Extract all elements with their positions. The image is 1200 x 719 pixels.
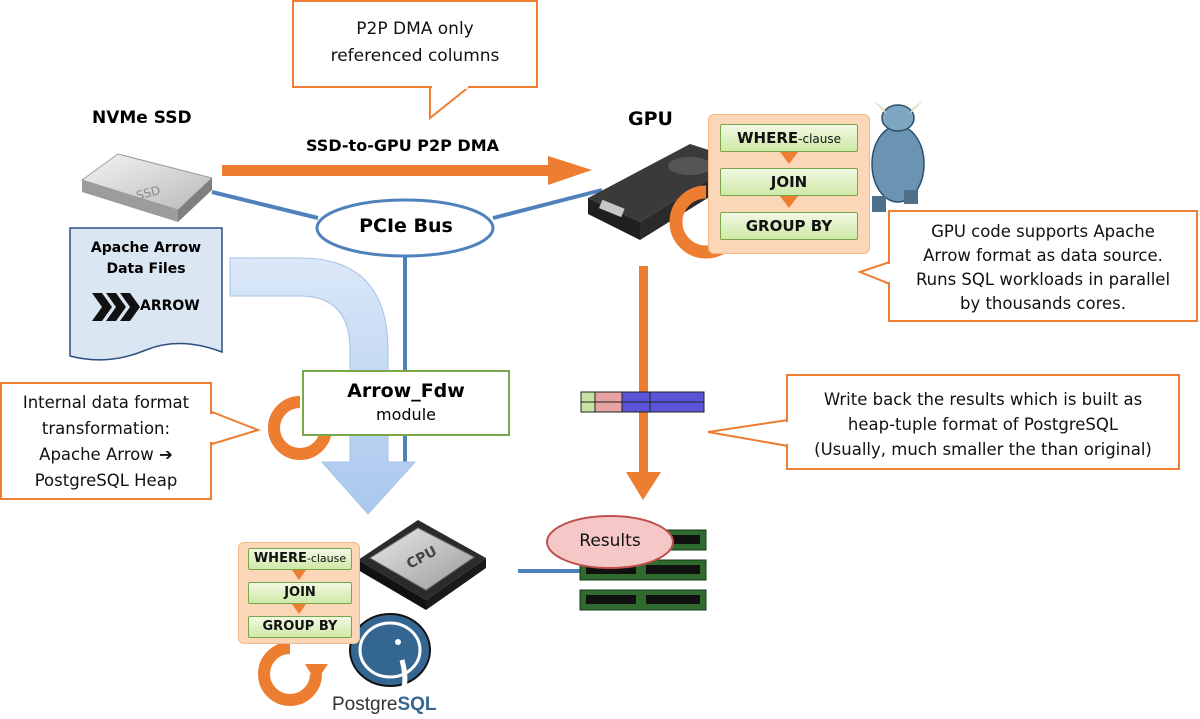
- gpu-code-callout-line-3: Runs SQL workloads in parallel: [915, 270, 1171, 289]
- gpu-code-callout-tail: [857, 260, 891, 286]
- nvme-ssd-label: NVMe SSD: [92, 108, 192, 128]
- arrow-fdw-module: Arrow_Fdw module: [302, 370, 510, 436]
- arrow-files-title-line-2: Data Files: [106, 261, 186, 277]
- gpu-code-callout-line-2: Arrow format as data source.: [923, 246, 1163, 265]
- cpu-group-by-stage: GROUP BY: [248, 616, 352, 638]
- internal-callout-tail: [211, 410, 262, 446]
- right-arrow-icon: ➔: [159, 445, 173, 464]
- write-back-callout-seam: [785, 422, 791, 444]
- postgresql-logo-text: PostgreSQL: [332, 694, 437, 716]
- postgresql-logo-part-2: SQL: [397, 694, 437, 715]
- arrow-files-title-line-1: Apache Arrow: [90, 240, 202, 256]
- gpu-label: GPU: [628, 108, 673, 130]
- cpu-where-suffix: -clause: [306, 552, 347, 565]
- write-back-callout-tail: [707, 418, 789, 448]
- p2p-callout-tail: [429, 85, 473, 121]
- arrow-data-file: [69, 227, 223, 361]
- p2p-dma-callout-line-2: referenced columns: [330, 46, 500, 66]
- cpu-stage-arrow-2: [292, 604, 306, 614]
- gpu-code-callout: GPU code supports Apache Arrow format as…: [888, 210, 1198, 322]
- postgresql-logo-part-1: Postgre: [332, 694, 398, 715]
- arrow-logo-text: ARROW: [140, 298, 200, 314]
- cpu-refresh-icon: [258, 642, 328, 706]
- gpu-code-callout-seam: [887, 264, 892, 282]
- pcie-bus-lines: [211, 188, 603, 573]
- cpu-chip-graphic: [358, 520, 486, 610]
- internal-callout-line-1: Internal data format: [22, 393, 190, 412]
- cpu-join-stage: JOIN: [248, 582, 352, 604]
- write-back-callout: Write back the results which is built as…: [786, 374, 1180, 470]
- p2p-dma-arrow: [222, 156, 592, 185]
- p2p-callout-seam: [432, 84, 468, 89]
- gpu-join-stage: JOIN: [720, 168, 858, 196]
- pcie-bus-label: PCIe Bus: [359, 215, 453, 237]
- write-back-callout-line-2: heap-tuple format of PostgreSQL: [847, 415, 1119, 434]
- internal-callout-line-3: Apache Arrow ➔: [2, 442, 210, 468]
- mascot-graphic: [871, 100, 925, 212]
- gpu-where-suffix: -clause: [798, 132, 841, 146]
- results-ellipse: [546, 515, 674, 569]
- ssd-drive-graphic: [80, 153, 214, 222]
- arrow-logo-chevrons: [92, 293, 140, 321]
- internal-callout-line-4: PostgreSQL Heap: [34, 471, 178, 490]
- p2p-dma-label: SSD-to-GPU P2P DMA: [306, 136, 499, 155]
- gpu-stage-arrow-1: [780, 152, 798, 164]
- gpu-code-callout-line-4: by thousands cores.: [959, 294, 1127, 313]
- gpu-where-keyword: WHERE: [736, 129, 799, 147]
- gpu-where-stage: WHERE-clause: [720, 124, 858, 152]
- p2p-dma-callout-line-1: P2P DMA only: [356, 19, 474, 39]
- cpu-where-keyword: WHERE: [253, 551, 307, 566]
- arrow-fdw-name: Arrow_Fdw: [347, 380, 465, 402]
- write-back-callout-line-3: (Usually, much smaller the than original…: [814, 440, 1152, 459]
- gpu-code-callout-line-1: GPU code supports Apache: [931, 222, 1155, 241]
- gpu-group-by-stage: GROUP BY: [720, 212, 858, 240]
- internal-callout-line-2: transformation:: [41, 419, 171, 438]
- results-label: Results: [579, 531, 641, 551]
- internal-callout-source-format: Apache Arrow: [39, 445, 154, 464]
- data-flow-arrow: [229, 257, 417, 515]
- p2p-dma-callout: P2P DMA only referenced columns: [292, 0, 538, 88]
- gpu-stage-arrow-2: [780, 196, 798, 208]
- internal-callout-seam: [208, 414, 214, 442]
- heap-tuple-strip: [580, 391, 705, 413]
- internal-format-callout: Internal data format transformation: Apa…: [0, 382, 212, 500]
- write-back-callout-line-1: Write back the results which is built as: [823, 390, 1143, 409]
- postgresql-elephant-icon: [349, 613, 431, 701]
- cpu-where-stage: WHERE-clause: [248, 548, 352, 570]
- arrow-files-title: Apache Arrow Data Files: [70, 238, 222, 280]
- write-back-arrow: [626, 266, 661, 500]
- cpu-stage-arrow-1: [292, 570, 306, 580]
- pcie-bus-ellipse: [315, 198, 495, 258]
- arrow-fdw-sub: module: [376, 405, 436, 424]
